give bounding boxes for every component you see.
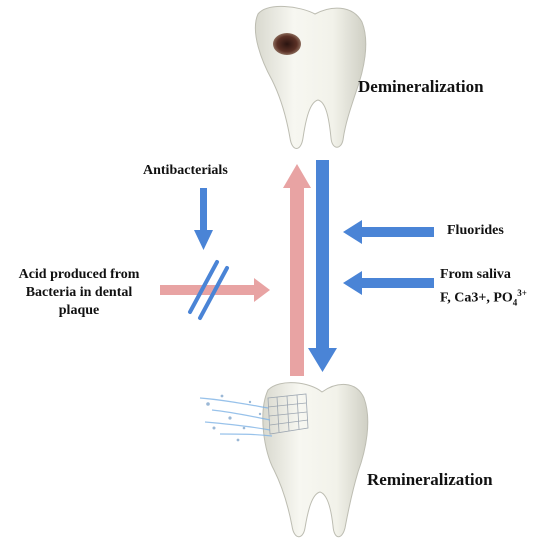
fluorides-arrow bbox=[343, 220, 434, 244]
acid-up-arrow bbox=[283, 164, 311, 376]
caries-lesion bbox=[273, 33, 301, 55]
acid-label-line1: Acid produced from bbox=[18, 267, 140, 282]
mineral-flow-streaks bbox=[199, 397, 273, 437]
saliva-label-line1: From saliva bbox=[440, 267, 511, 282]
fluorides-label: Fluorides bbox=[447, 223, 504, 238]
mineral-down-arrow bbox=[308, 160, 337, 372]
mineral-particles bbox=[206, 394, 262, 442]
demineralization-label: Demineralization bbox=[358, 77, 484, 96]
remineralization-label: Remineralization bbox=[367, 470, 493, 489]
acid-label: Acid produced from Bacteria in dental pl… bbox=[0, 266, 158, 320]
antibacterials-arrow bbox=[194, 188, 213, 250]
saliva-ions-text: F, Ca3+, PO bbox=[440, 290, 513, 306]
acid-label-line2: Bacteria in dental bbox=[25, 285, 133, 300]
saliva-label-line2: F, Ca3+, PO43+ bbox=[440, 284, 550, 311]
acid-label-line3: plaque bbox=[58, 303, 100, 318]
bottom-tooth-icon bbox=[199, 382, 369, 538]
acid-horizontal-arrow bbox=[160, 278, 270, 302]
blocking-slashes bbox=[188, 260, 229, 320]
phosphate-subscript: 4 bbox=[512, 297, 518, 308]
phosphate-superscript: 3+ bbox=[517, 288, 527, 298]
saliva-label: From saliva F, Ca3+, PO43+ bbox=[440, 266, 550, 311]
antibacterials-label: Antibacterials bbox=[143, 163, 228, 178]
enamel-mesh bbox=[267, 393, 309, 435]
top-tooth-icon bbox=[254, 5, 367, 149]
saliva-arrow bbox=[343, 271, 434, 295]
